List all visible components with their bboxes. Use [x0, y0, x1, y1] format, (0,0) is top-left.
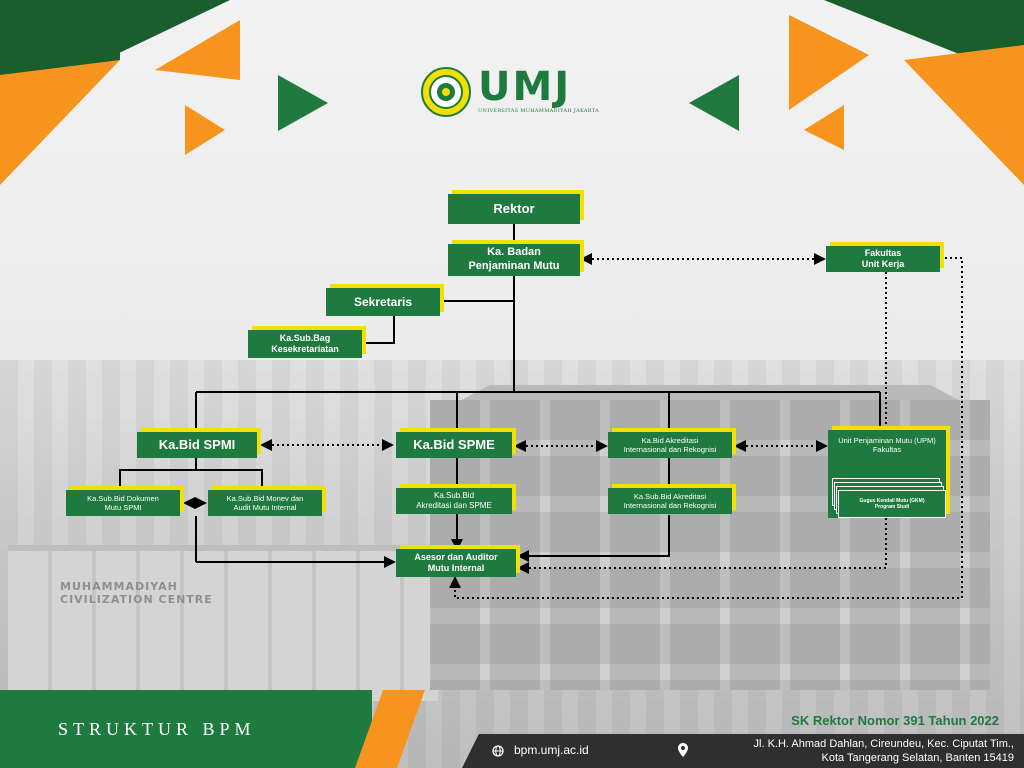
- logo-text: UMJ: [478, 64, 572, 110]
- kasubbid-monev-box: Ka.Sub.Bid Monev dan Audit Mutu Internal: [208, 490, 322, 516]
- footer-info-bar: bpm.umj.ac.id Jl. K.H. Ahmad Dahlan, Cir…: [462, 734, 1024, 768]
- sekretaris-box: Sekretaris: [326, 288, 440, 316]
- umj-seal-icon: [421, 67, 471, 117]
- location-pin-icon: [678, 743, 688, 757]
- kasubbid-akreditasi-box: Ka.Sub.Bid Akreditasi Internasional dan …: [608, 488, 732, 514]
- ka-badan-box: Ka. Badan Penjaminan Mutu: [448, 244, 580, 276]
- kasubbid-spme-box: Ka.Sub.Bid Akreditasi dan SPME: [396, 488, 512, 514]
- kasubbid-dokumen-box: Ka.Sub.Bid Dokumen Mutu SPMI: [66, 490, 180, 516]
- kabid-spme-box: Ka.Bid SPME: [396, 432, 512, 458]
- footer-title: STRUKTUR BPM: [58, 718, 256, 739]
- umj-logo: UMJ UNIVERSITAS MUHAMMADIYAH JAKARTA: [420, 64, 599, 120]
- gkm-program-studi-box: Gugus Kendali Mutu (GKM) Program Studi: [838, 490, 946, 518]
- decor-triangles-left: [0, 0, 328, 185]
- asesor-auditor-box: Asesor dan Auditor Mutu Internal: [396, 549, 516, 577]
- website-link[interactable]: bpm.umj.ac.id: [514, 743, 589, 757]
- sk-rektor-label: SK Rektor Nomor 391 Tahun 2022: [791, 713, 999, 728]
- fakultas-unit-kerja-box: Fakultas Unit Kerja: [826, 246, 940, 272]
- address: Jl. K.H. Ahmad Dahlan, Cireundeu, Kec. C…: [753, 738, 1014, 764]
- decor-triangles-right: [689, 0, 1024, 185]
- logo-subtitle: UNIVERSITAS MUHAMMADIYAH JAKARTA: [478, 108, 599, 114]
- background-building-wing: [8, 545, 438, 701]
- rektor-box: Rektor: [448, 194, 580, 224]
- globe-icon: [492, 745, 504, 757]
- kabid-spmi-box: Ka.Bid SPMI: [137, 432, 257, 458]
- background-building-sign: MUHAMMADIYAH CIVILIZATION CENTRE: [60, 580, 213, 606]
- kasubbag-box: Ka.Sub.Bag Kesekretariatan: [248, 330, 362, 358]
- footer-title-band: STRUKTUR BPM: [0, 690, 372, 768]
- kabid-akreditasi-box: Ka.Bid Akreditasi Internasional dan Reko…: [608, 432, 732, 458]
